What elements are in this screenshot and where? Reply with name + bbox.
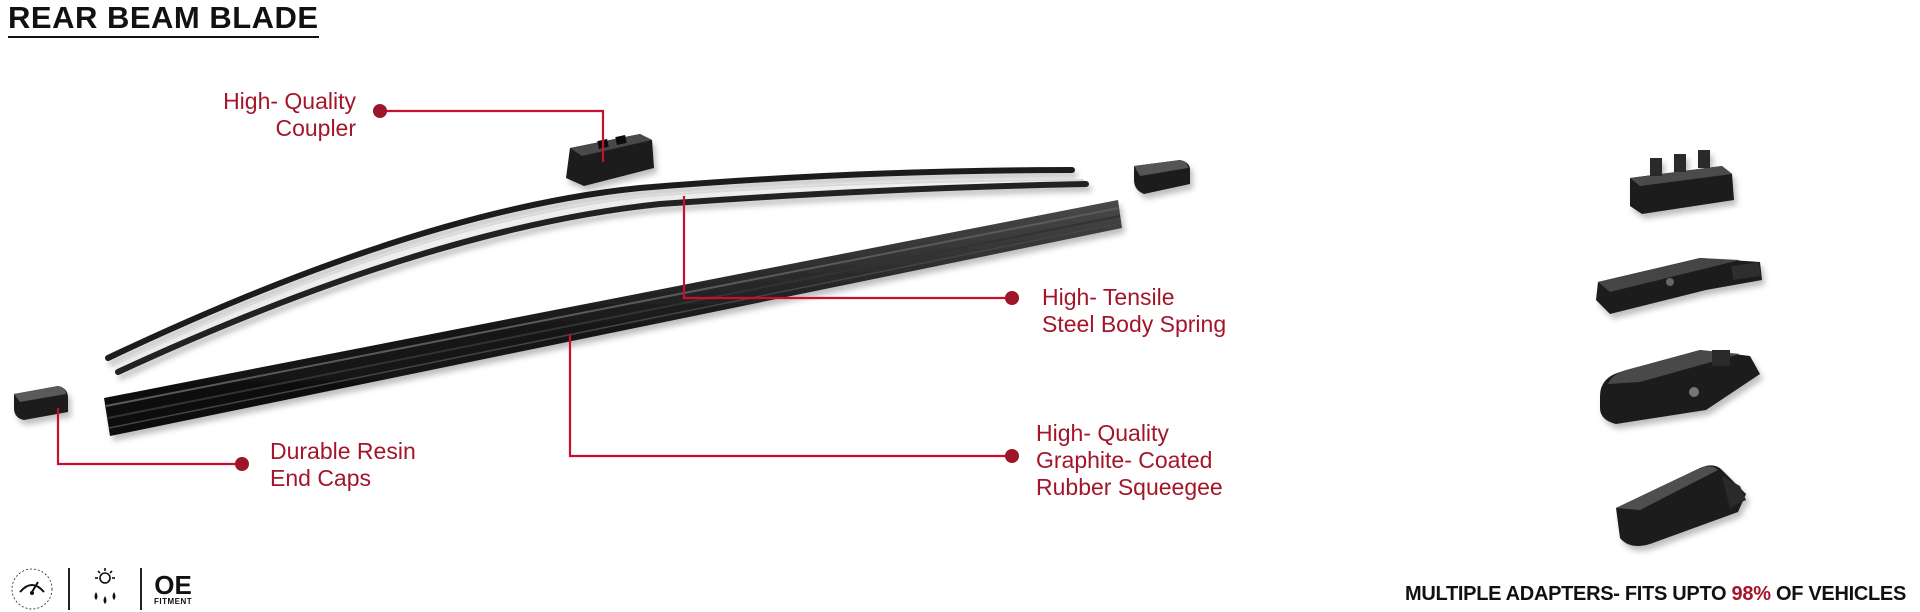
rubber-squeegee: [104, 200, 1122, 436]
oe-fitment-badge: OE FITMENT: [154, 566, 192, 612]
badge-divider-2: [140, 568, 142, 610]
callout-coupler-line-1: High- Quality: [223, 88, 356, 114]
adapter-2: [1596, 258, 1762, 314]
callout-endcaps: Durable Resin End Caps: [270, 438, 416, 492]
adapter-3: [1600, 350, 1760, 424]
callout-endcaps-line-1: Durable Resin: [270, 438, 416, 464]
end-cap-right: [1134, 160, 1190, 194]
callout-spring: High- Tensile Steel Body Spring: [1042, 284, 1226, 338]
oe-label: OE: [154, 570, 192, 600]
leader-lines: [56, 109, 1012, 466]
coupler-part: [566, 134, 654, 186]
callout-squeegee-line-3: Rubber Squeegee: [1036, 474, 1223, 500]
footer-suffix: OF VEHICLES: [1770, 583, 1906, 605]
footer-highlight: 98%: [1731, 583, 1771, 605]
end-cap-left: [14, 386, 68, 420]
fitment-label: FITMENT: [154, 597, 193, 606]
callout-coupler: High- Quality Coupler: [200, 88, 356, 142]
callout-squeegee: High- Quality Graphite- Coated Rubber Sq…: [1036, 420, 1223, 501]
callout-spring-line-1: High- Tensile: [1042, 284, 1175, 310]
adapter-4: [1616, 465, 1746, 546]
callout-squeegee-line-2: Graphite- Coated: [1036, 447, 1213, 473]
page-title: REAR BEAM BLADE: [8, 0, 319, 38]
footer-prefix: MULTIPLE ADAPTERS- FITS UPTO: [1405, 583, 1732, 605]
callout-squeegee-line-1: High- Quality: [1036, 420, 1169, 446]
adapter-1: [1630, 150, 1734, 214]
badge-divider-1: [68, 568, 70, 610]
leader-dots: [235, 104, 1019, 471]
premium-wiping-element-icon: [8, 566, 56, 612]
callout-endcaps-line-2: End Caps: [270, 465, 372, 491]
adapter-fit-note: MULTIPLE ADAPTERS- FITS UPTO 98% OF VEHI…: [1405, 583, 1906, 606]
steel-body-spring: [105, 167, 1089, 375]
callout-spring-line-2: Steel Body Spring: [1042, 311, 1227, 337]
callout-coupler-line-2: Coupler: [275, 115, 356, 141]
all-weather-icon: [82, 566, 128, 612]
feature-badges: OE FITMENT: [8, 566, 192, 612]
